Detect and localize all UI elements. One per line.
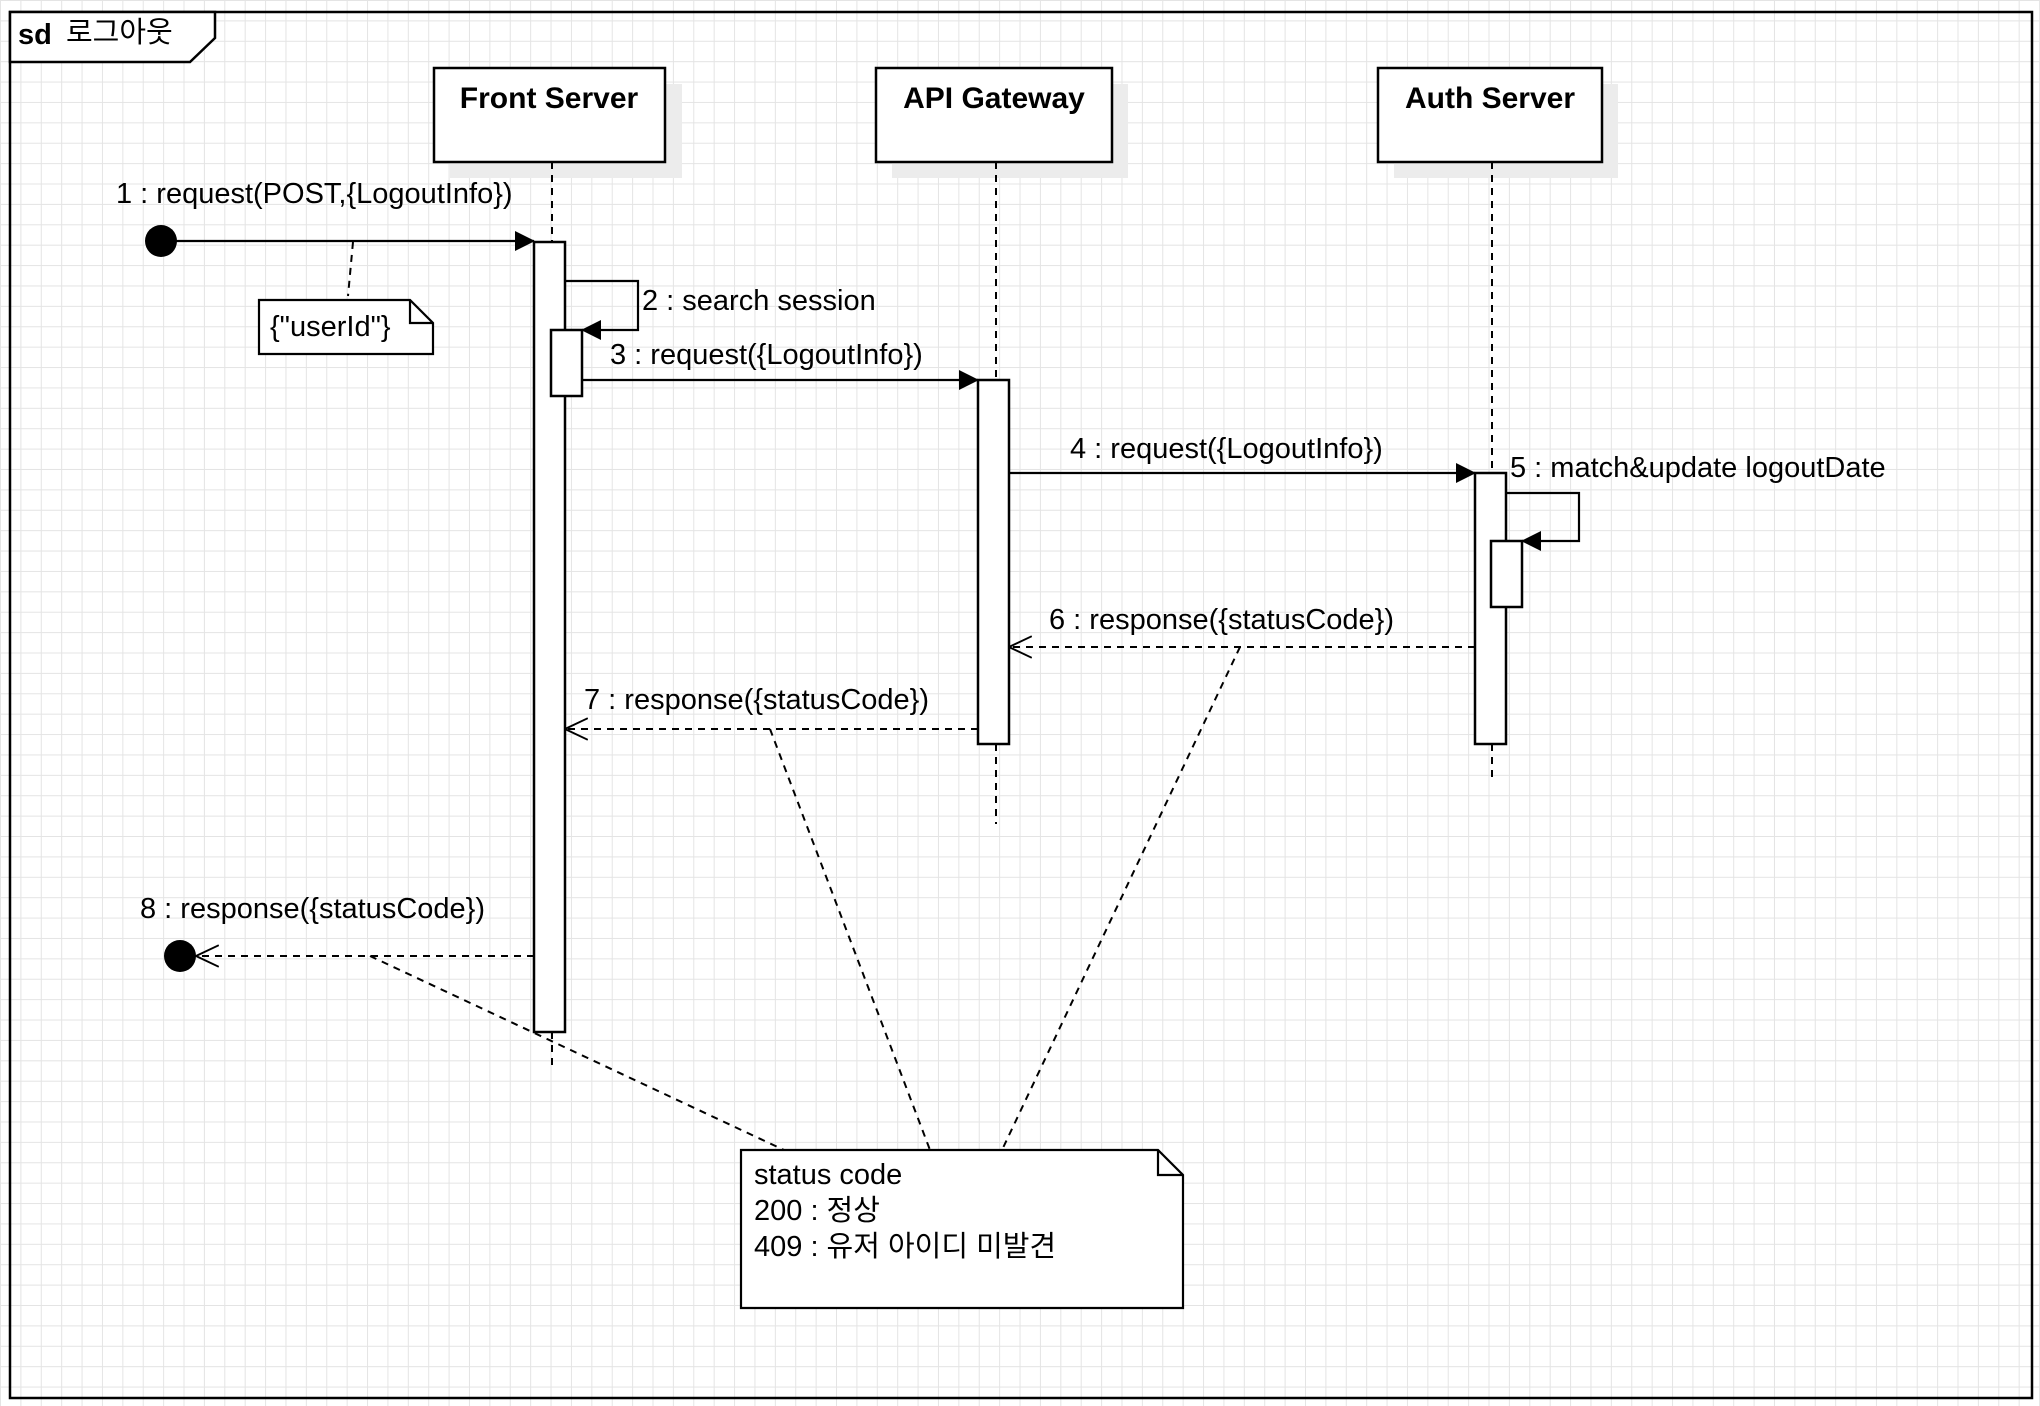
sd-frame	[8, 10, 2034, 1400]
note-status-line-2: 200 : 정상	[754, 1195, 880, 1227]
lost-message-end	[164, 940, 196, 972]
activation-front-nested	[549, 328, 584, 398]
message-5-arrow	[1506, 491, 1581, 551]
note-status-connector-6	[1001, 646, 1241, 1151]
activation-front	[532, 240, 567, 1034]
frame-name: 로그아웃	[66, 17, 173, 49]
note-userid-text: {"userId"}	[270, 311, 391, 343]
activation-auth-nested	[1489, 539, 1524, 609]
note-status-connector-7	[769, 728, 931, 1151]
lifeline-title-gateway: API Gateway	[903, 82, 1085, 115]
message-4-label: 4 : request({LogoutInfo})	[1070, 433, 1383, 465]
lifeline-title-front: Front Server	[460, 82, 639, 115]
lifeline-title-auth: Auth Server	[1405, 82, 1575, 115]
message-2-label: 2 : search session	[642, 285, 876, 317]
message-8-label: 8 : response({statusCode})	[140, 893, 485, 925]
lifeline-auth-server: Auth Server	[1376, 66, 1618, 780]
note-userid-connector	[347, 241, 354, 297]
lifeline-front-server: Front Server	[432, 66, 682, 1068]
note-userid: {"userId"}	[257, 298, 435, 356]
activation-gateway	[976, 378, 1011, 746]
frame-keyword: sd	[18, 19, 52, 51]
sd-frame-tab	[8, 10, 217, 64]
message-5-label: 5 : match&update logoutDate	[1510, 452, 1886, 484]
lifeline-api-gateway: API Gateway	[874, 66, 1128, 824]
note-status-code: status code 200 : 정상 409 : 유저 아이디 미발견	[739, 1148, 1185, 1310]
note-status-connector-8	[369, 955, 785, 1151]
note-status-line-3: 409 : 유저 아이디 미발견	[754, 1231, 1056, 1263]
message-2-arrow	[565, 279, 640, 340]
message-3-label: 3 : request({LogoutInfo})	[610, 339, 923, 371]
message-7-label: 7 : response({statusCode})	[584, 684, 929, 716]
activation-auth	[1473, 471, 1508, 746]
message-1-label: 1 : request(POST,{LogoutInfo})	[116, 178, 513, 210]
message-6-label: 6 : response({statusCode})	[1049, 604, 1394, 636]
note-status-line-1: status code	[754, 1159, 902, 1191]
